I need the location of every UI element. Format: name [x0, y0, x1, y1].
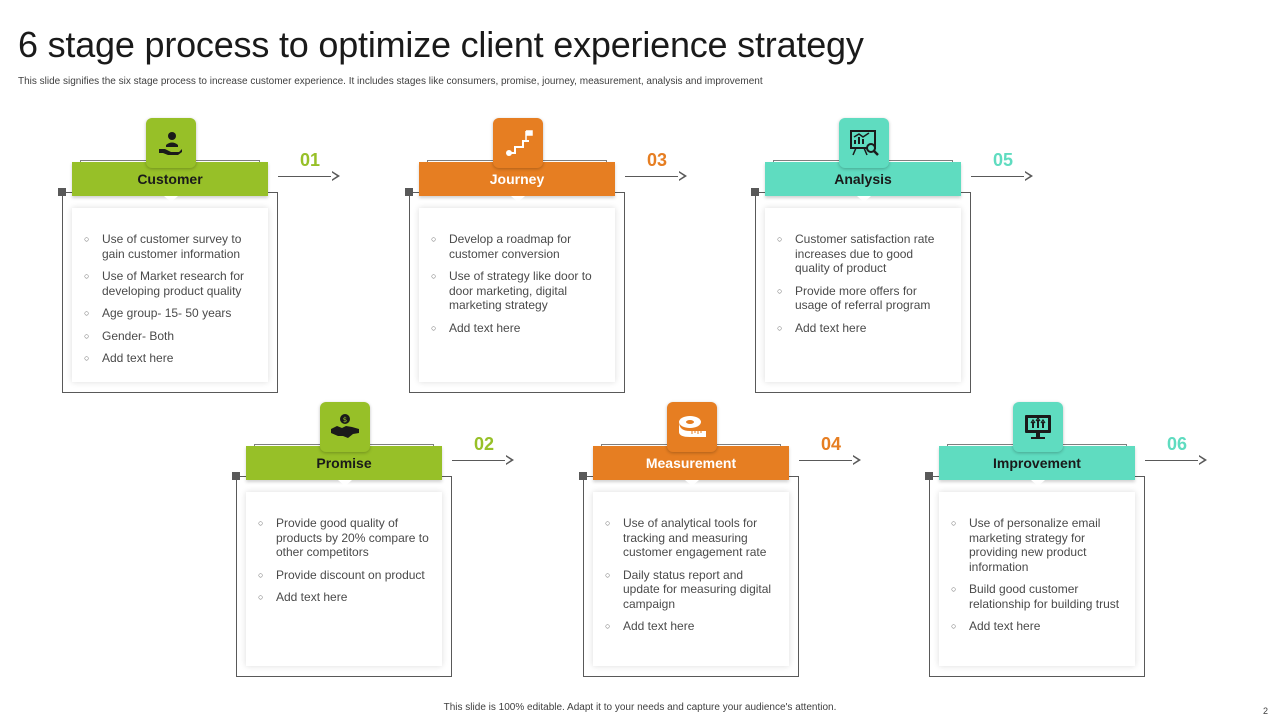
bullet-item: Build good customer relationship for bui… [951, 582, 1125, 611]
stage-number: 06 [1167, 434, 1188, 454]
stage-promise: 02 Provide good quality of products by 2… [232, 402, 536, 720]
stage-bullets: Develop a roadmap for customer conversio… [419, 208, 615, 335]
page-title: 6 stage process to optimize client exper… [18, 24, 864, 65]
bullet-item: Provide discount on product [258, 568, 432, 583]
stage-improvement: 06 Use of personalize email marketing st… [925, 402, 1229, 720]
bullet-item: Customer satisfaction rate increases due… [777, 232, 951, 276]
stage-journey: 03 Develop a roadmap for customer conver… [405, 118, 709, 450]
bullet-item: Provide good quality of products by 20% … [258, 516, 432, 560]
stage-card: Use of personalize email marketing strat… [939, 492, 1135, 666]
stage-number: 04 [821, 434, 842, 454]
stage-number: 01 [300, 150, 321, 170]
stage-number: 02 [474, 434, 495, 454]
connector-line [452, 460, 512, 461]
bullet-item: Use of strategy like door to door market… [431, 269, 605, 313]
stage-customer: 01 Use of customer survey to gain custom… [58, 118, 362, 450]
roadmap-icon [493, 118, 543, 168]
bullet-item: Use of analytical tools for tracking and… [605, 516, 779, 560]
stage-card: Develop a roadmap for customer conversio… [419, 208, 615, 382]
frame-anchor [751, 188, 759, 196]
stage-number: 05 [993, 150, 1014, 170]
svg-text:$: $ [343, 416, 347, 424]
stage-card: Customer satisfaction rate increases due… [765, 208, 961, 382]
band-pointer [511, 196, 525, 202]
bullet-item: Gender- Both [84, 329, 258, 344]
stage-bullets: Use of personalize email marketing strat… [939, 492, 1135, 634]
bullet-item: Add text here [84, 351, 258, 366]
stage-bullets: Use of customer survey to gain customer … [72, 208, 268, 366]
connector-line [799, 460, 859, 461]
customer-hand-icon [146, 118, 196, 168]
connector-line [625, 176, 685, 177]
bullet-item: Develop a roadmap for customer conversio… [431, 232, 605, 261]
frame-anchor [232, 472, 240, 480]
page-subtitle: This slide signifies the six stage proce… [18, 76, 763, 87]
bullet-item: Provide more offers for usage of referra… [777, 284, 951, 313]
bullet-item: Add text here [605, 619, 779, 634]
stage-analysis: 05 Customer satisfaction rate increases … [751, 118, 1055, 450]
bullet-item: Add text here [951, 619, 1125, 634]
stage-bullets: Customer satisfaction rate increases due… [765, 208, 961, 335]
frame-anchor [58, 188, 66, 196]
frame-anchor [405, 188, 413, 196]
handshake-icon: $ [320, 402, 370, 452]
stage-card: Provide good quality of products by 20% … [246, 492, 442, 666]
bullet-item: Use of personalize email marketing strat… [951, 516, 1125, 574]
bullet-item: Daily status report and update for measu… [605, 568, 779, 612]
bullet-item: Use of Market research for developing pr… [84, 269, 258, 298]
stage-bullets: Use of analytical tools for tracking and… [593, 492, 789, 634]
analysis-chart-icon [839, 118, 889, 168]
connector-line [278, 176, 338, 177]
frame-anchor [925, 472, 933, 480]
stage-number: 03 [647, 150, 668, 170]
connector-line [1145, 460, 1205, 461]
band-pointer [338, 480, 352, 486]
arrow-icon [1198, 455, 1207, 465]
bullet-item: Use of customer survey to gain customer … [84, 232, 258, 261]
band-pointer [685, 480, 699, 486]
arrow-icon [505, 455, 514, 465]
band-pointer [164, 196, 178, 202]
band-pointer [857, 196, 871, 202]
bullet-item: Age group- 15- 50 years [84, 306, 258, 321]
arrow-icon [1024, 171, 1033, 181]
stage-measurement: 04 Use of analytical tools for tracking … [579, 402, 883, 720]
measuring-tape-icon [667, 402, 717, 452]
bullet-item: Add text here [431, 321, 605, 336]
footer-note: This slide is 100% editable. Adapt it to… [443, 702, 837, 713]
stage-bullets: Provide good quality of products by 20% … [246, 492, 442, 605]
stage-card: Use of customer survey to gain customer … [72, 208, 268, 382]
bullet-item: Add text here [258, 590, 432, 605]
arrow-icon [331, 171, 340, 181]
stage-card: Use of analytical tools for tracking and… [593, 492, 789, 666]
connector-line [971, 176, 1031, 177]
frame-anchor [579, 472, 587, 480]
page-number: 2 [1262, 706, 1268, 716]
arrow-icon [678, 171, 687, 181]
arrow-icon [852, 455, 861, 465]
bullet-item: Add text here [777, 321, 951, 336]
band-pointer [1031, 480, 1045, 486]
improvement-monitor-icon [1013, 402, 1063, 452]
